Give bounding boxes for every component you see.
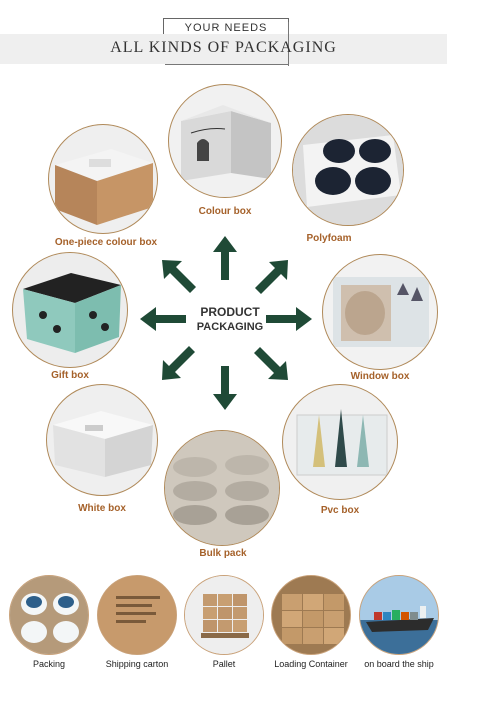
bulk-pack-photo [164, 430, 280, 546]
arrow-down-left-icon [162, 346, 195, 380]
center-line1: PRODUCT [200, 305, 260, 319]
packing-photo [9, 575, 89, 655]
label-colour-box: Colour box [198, 206, 252, 217]
label-white-box: White box [78, 503, 126, 514]
arrow-down-icon [213, 366, 237, 410]
shipping-carton-photo [97, 575, 177, 655]
arrow-right-icon [266, 307, 312, 331]
gift-box-photo [12, 252, 128, 368]
label-packing: Packing [32, 659, 66, 669]
center-title: PRODUCT PACKAGING [175, 305, 285, 335]
banner-underline [165, 64, 289, 65]
title-banner [0, 34, 447, 64]
arrows-group [140, 236, 312, 410]
pallet-photo [184, 575, 264, 655]
polyfoam-photo [292, 114, 404, 226]
one-piece-colour-box-photo [48, 124, 158, 234]
page-title: ALL KINDS OF PACKAGING [110, 39, 337, 56]
label-pvc-box: Pvc box [320, 505, 360, 516]
label-on-board-the-ship: on board the ship [364, 659, 434, 669]
label-polyfoam: Polyfoam [306, 233, 352, 244]
white-box-photo [46, 384, 158, 496]
arrow-left-icon [140, 307, 186, 331]
label-one-piece-colour-box: One-piece colour box [54, 237, 158, 248]
pvc-box-photo [282, 384, 398, 500]
center-line2: PACKAGING [196, 321, 264, 333]
arrow-ring [140, 236, 312, 410]
loading-container-photo [271, 575, 351, 655]
arrow-down-right-icon [254, 347, 288, 380]
arrow-up-icon [213, 236, 237, 280]
label-pallet: Pallet [212, 659, 236, 669]
ship-photo [359, 575, 439, 655]
label-gift-box: Gift box [51, 370, 89, 381]
colour-box-photo [168, 84, 282, 198]
window-box-photo [322, 254, 438, 370]
label-bulk-pack: Bulk pack [199, 548, 247, 559]
label-window-box: Window box [350, 371, 410, 382]
label-shipping-carton: Shipping carton [105, 659, 169, 669]
arrow-up-left-icon [162, 260, 196, 293]
banner-divider [288, 22, 289, 66]
label-loading-container: Loading Container [274, 659, 348, 669]
arrow-up-right-icon [255, 260, 288, 294]
